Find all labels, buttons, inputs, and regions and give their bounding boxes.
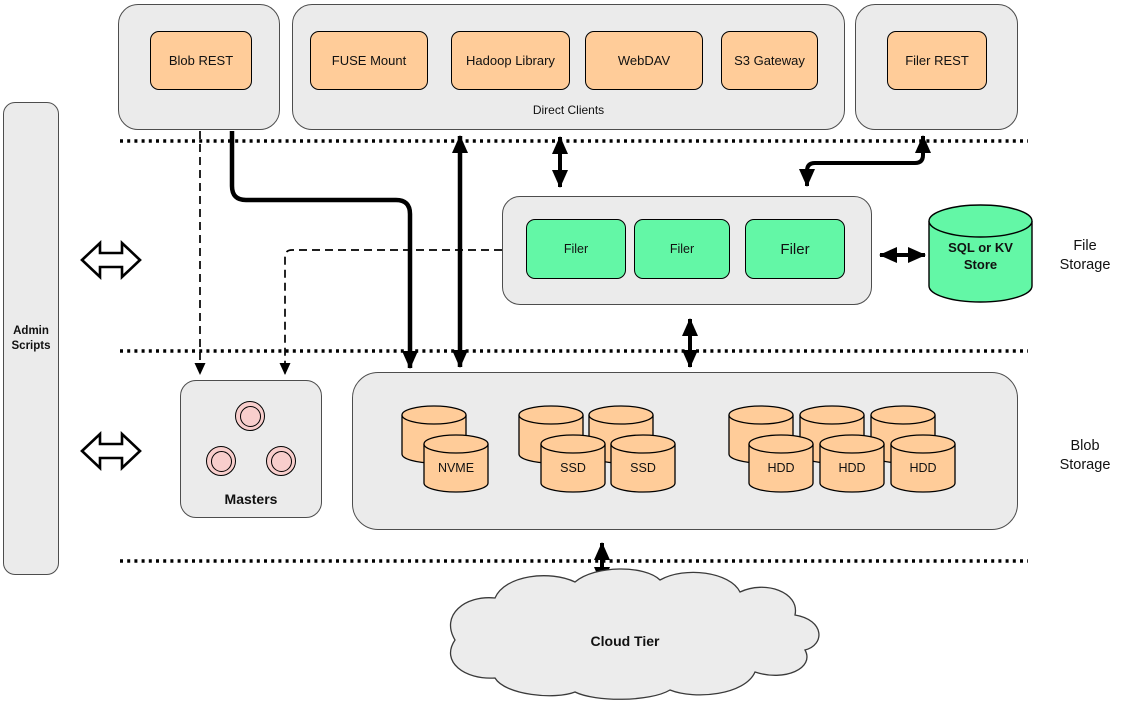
cloud-tier-label: Cloud Tier [590,633,660,649]
s3-gateway-node: S3 Gateway [721,31,818,90]
arrow-filers-filerrest [799,135,931,187]
blob-storage-tier-label: Blob Storage [1059,438,1111,473]
arrow-blobrest-to-blobstorage [229,131,418,369]
masters-label: Masters [224,491,278,507]
dashed-filers-to-masters [279,249,502,375]
hdd-disk-label: HDD [767,461,795,475]
master-node-inner-ring [239,405,261,427]
admin-scripts-label: Admin Scripts [11,324,51,352]
master-node-icon [206,446,236,476]
ssd-disk-label: SSD [560,461,586,475]
hdd-disk-label: HDD [838,461,866,475]
webdav-node: WebDAV [585,31,703,90]
cloud-tier-shape [449,568,820,700]
sql-kv-store-label: SQL or KV Store [948,240,1013,272]
admin-doublearrow-blob-icon [80,430,142,472]
admin-doublearrow-file-icon [80,239,142,281]
direct-clients-label: Direct Clients [532,103,605,117]
filer-rest-node: Filer REST [887,31,987,90]
ssd-disk-label: SSD [630,461,656,475]
nvme-disk-label: NVME [437,461,475,475]
hadoop-library-node: Hadoop Library [451,31,570,90]
admin-scripts-panel: Admin Scripts [3,102,59,575]
hdd-disk-label: HDD [909,461,937,475]
file-storage-tier-label: File Storage [1059,238,1111,273]
master-node-inner-ring [270,450,292,472]
sql-kv-store-cylinder-icon [928,204,1033,303]
blob-rest-node: Blob REST [150,31,252,90]
filer-node-3: Filer [745,219,845,279]
master-node-icon [235,401,265,431]
master-node-icon [266,446,296,476]
fuse-mount-node: FUSE Mount [310,31,428,90]
filer-node-1: Filer [526,219,626,279]
filer-node-2: Filer [634,219,730,279]
master-node-inner-ring [210,450,232,472]
